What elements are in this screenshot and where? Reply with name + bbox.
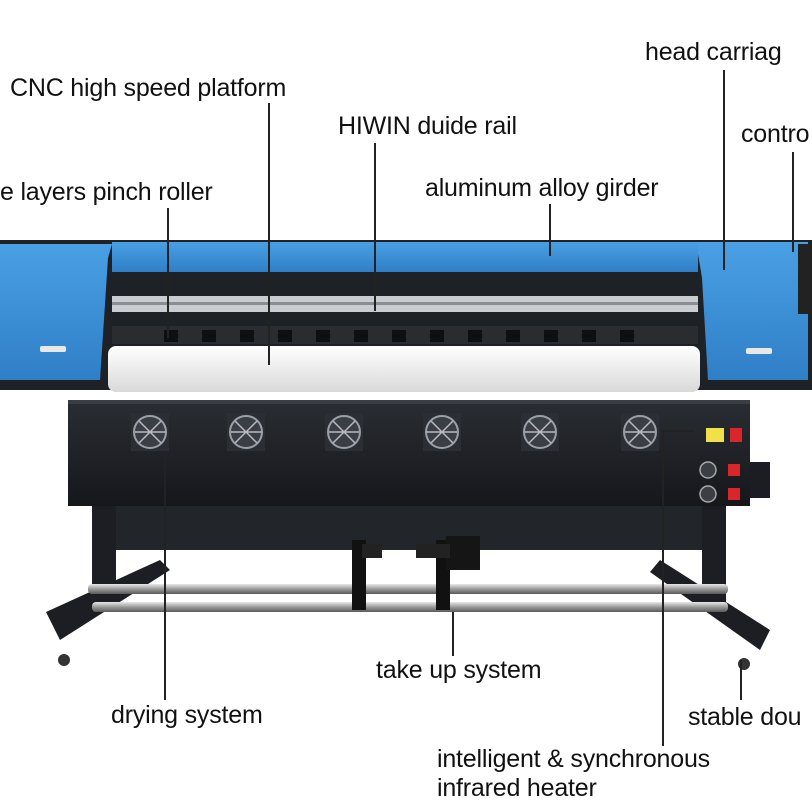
take-up-bar-2 (92, 602, 728, 612)
aluminum-girder (112, 242, 698, 272)
leader-stable (740, 660, 742, 700)
leader-heater (662, 430, 664, 746)
label-stable: stable dou (688, 703, 802, 731)
left-caster (58, 654, 70, 666)
lower-panel (106, 506, 712, 550)
label-drying: drying system (111, 701, 263, 729)
label-cnc-platform: CNC high speed platform (10, 74, 287, 102)
label-heater-line2: infrared heater (437, 774, 597, 802)
label-heater-line1: intelligent & synchronous (437, 745, 710, 773)
print-platform (108, 346, 700, 392)
left-cover-handle (40, 346, 66, 352)
pinch-rollers (164, 330, 634, 342)
label-hiwin-rail: HIWIN duide rail (338, 112, 517, 140)
leader-cnc-platform (268, 103, 270, 365)
label-pinch-roller: e layers pinch roller (0, 178, 213, 206)
label-control: contro (741, 120, 810, 148)
heater-controls (699, 428, 770, 503)
leader-pinch-roller (167, 208, 169, 338)
right-side-cover (696, 242, 808, 380)
take-up-motor (352, 536, 480, 610)
label-aluminum-girder: aluminum alloy girder (425, 174, 659, 202)
drying-fans (131, 413, 659, 451)
take-up-bar-1 (88, 584, 728, 594)
label-take-up: take up system (376, 656, 542, 684)
leader-hiwin-rail (374, 143, 376, 311)
leader-heater-tick (662, 430, 694, 432)
right-cover-handle (746, 348, 772, 354)
leader-head-carriage (723, 70, 725, 270)
leader-drying (164, 455, 166, 700)
leader-girder (549, 204, 551, 256)
left-foot (46, 560, 170, 640)
label-head-carriage: head carriag (645, 38, 782, 66)
leader-take-up (452, 612, 454, 656)
leader-control (792, 152, 794, 252)
control-panel-strip (798, 244, 812, 314)
left-side-cover (0, 244, 112, 380)
